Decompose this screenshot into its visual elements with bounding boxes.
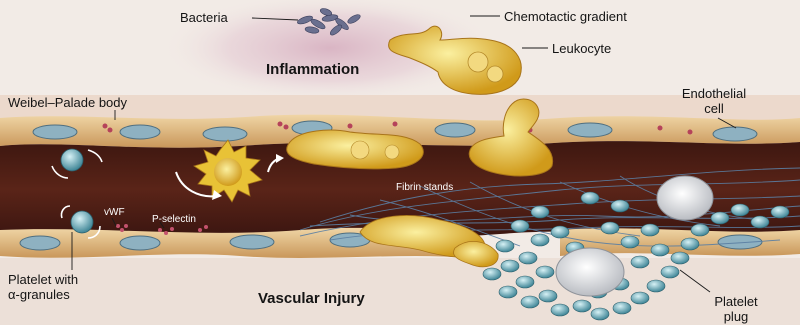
endothelial-nucleus bbox=[435, 123, 475, 137]
label-endothelial-line2: cell bbox=[664, 101, 764, 116]
endothelial-nucleus bbox=[203, 127, 247, 141]
weibel-palade-granule bbox=[393, 122, 398, 127]
endothelial-nucleus bbox=[120, 236, 160, 250]
label-plug-line2: plug bbox=[700, 309, 772, 324]
weibel-palade-granule bbox=[284, 125, 289, 130]
leukocyte-nucleus bbox=[487, 66, 503, 82]
endothelial-nucleus bbox=[33, 125, 77, 139]
platelet bbox=[71, 211, 93, 233]
weibel-palade-granule bbox=[278, 122, 283, 127]
endothelial-nucleus bbox=[120, 125, 160, 139]
white-cell bbox=[657, 176, 713, 220]
label-p-selectin: P-selectin bbox=[152, 212, 196, 227]
label-bacteria: Bacteria bbox=[180, 10, 228, 25]
label-platelet-plug: Platelet plug bbox=[700, 294, 772, 324]
label-chemotactic-gradient: Chemotactic gradient bbox=[504, 9, 627, 24]
endothelial-nucleus bbox=[568, 123, 612, 137]
label-weibel-palade-body: Weibel–Palade body bbox=[8, 95, 127, 110]
label-endothelial-line1: Endothelial bbox=[664, 86, 764, 101]
label-plug-line1: Platelet bbox=[700, 294, 772, 309]
label-vascular-injury: Vascular Injury bbox=[258, 291, 365, 306]
weibel-palade-granule bbox=[688, 130, 693, 135]
weibel-palade-granule bbox=[348, 124, 353, 129]
label-leukocyte: Leukocyte bbox=[552, 41, 611, 56]
endothelial-nucleus bbox=[230, 235, 274, 249]
lower-tissue bbox=[0, 258, 800, 325]
label-fibrin-strands: Fibrin stands bbox=[396, 180, 453, 195]
platelet bbox=[61, 149, 83, 171]
weibel-palade-granule bbox=[108, 128, 113, 133]
label-platelet-with-granules: Platelet with α-granules bbox=[8, 272, 78, 302]
weibel-palade-granule bbox=[103, 124, 108, 129]
label-platelet-line1: Platelet with bbox=[8, 272, 78, 287]
label-endothelial-cell: Endothelial cell bbox=[664, 86, 764, 116]
weibel-palade-granule bbox=[658, 126, 663, 131]
label-vwf: vWF bbox=[104, 205, 125, 220]
endothelial-nucleus bbox=[20, 236, 60, 250]
label-platelet-line2: α-granules bbox=[8, 287, 78, 302]
endothelial-nucleus bbox=[713, 127, 757, 141]
leukocyte-nucleus bbox=[468, 52, 488, 72]
white-cell bbox=[556, 248, 624, 296]
label-inflammation: Inflammation bbox=[266, 62, 359, 77]
